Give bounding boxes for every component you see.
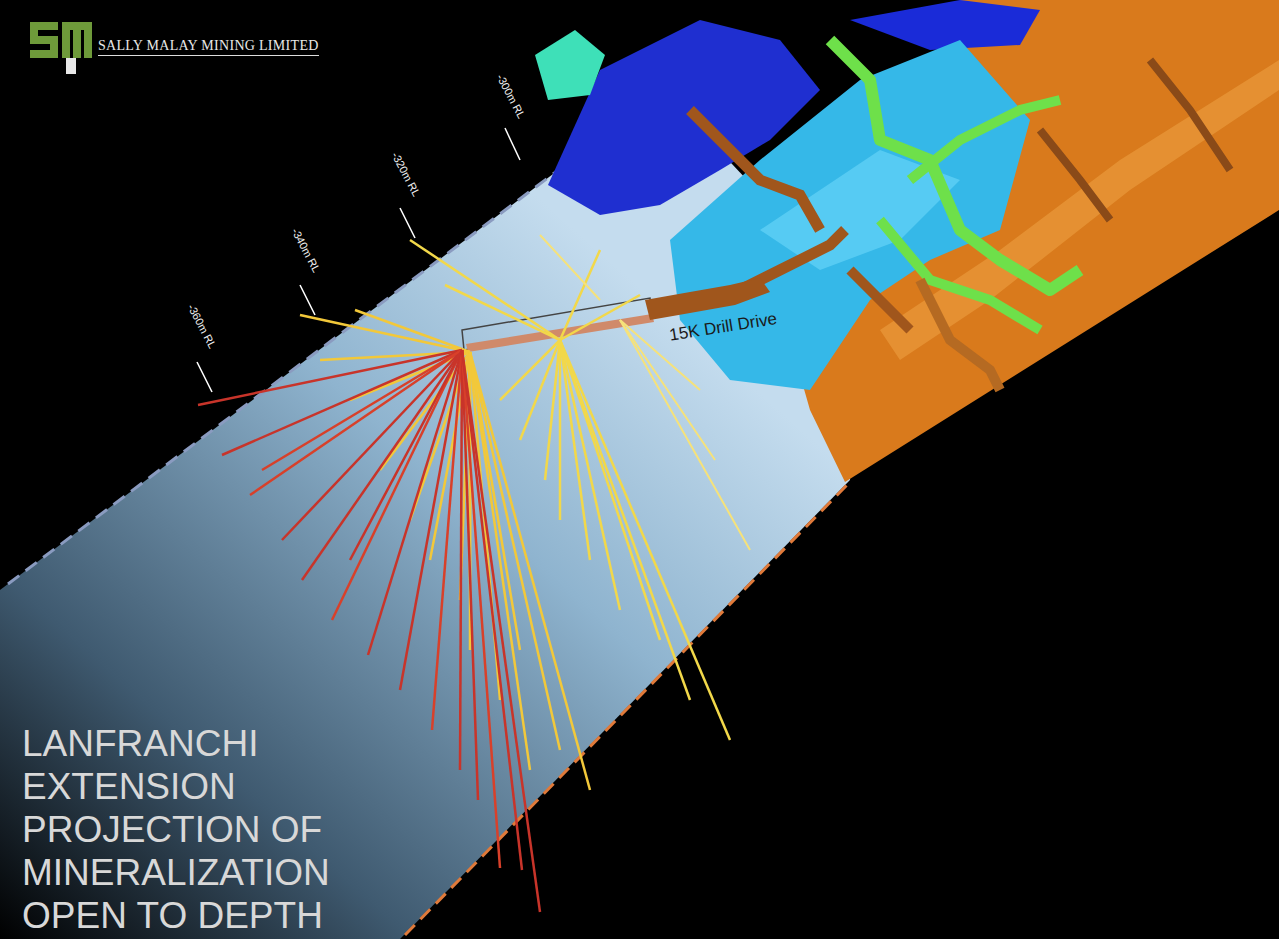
green-drive [910,100,1060,180]
drill-hole [332,350,462,620]
drill-hole [445,285,560,340]
drill-hole [355,310,470,352]
rl-tick [505,128,520,160]
drill-hole [282,350,462,540]
drill-hole [410,240,560,340]
drill-hole [462,350,540,912]
drill-hole [540,235,600,300]
drill-hole [432,350,462,730]
company-logo [30,22,92,74]
cyan-body [535,30,605,100]
brown-drive [920,280,1000,390]
company-name: SALLY MALAY MINING LIMITED [98,38,319,56]
brown-drive [1150,60,1230,170]
drill-hole [262,350,462,470]
diagram-title: LANFRANCHI EXTENSION PROJECTION OF MINER… [22,722,372,937]
drill-hole [302,350,462,580]
drill-hole [560,340,620,610]
brown-drive [850,270,910,330]
light-blue-body [670,40,1030,390]
green-drive [830,40,1080,290]
drill-hole [560,340,730,740]
drill-hole [620,320,750,550]
drill-hole [545,340,560,480]
elevation-label: -320m RL [389,150,422,198]
drill-hole [350,350,462,560]
drill-hole [470,352,520,650]
green-drive [880,220,1040,330]
rl-tick [400,208,415,238]
elevation-label: -300m RL [494,72,527,120]
rl-tick [300,285,315,315]
drill-hole [400,350,462,690]
lower-boundary [405,482,850,935]
dark-blue-body [850,0,1040,50]
rl-tick [197,362,212,392]
brown-drive [1040,130,1110,220]
drill-hole [470,352,530,770]
drill-hole [462,350,500,868]
elevation-label: -340m RL [289,226,322,274]
drill-hole [462,350,522,870]
drill-hole [500,340,560,400]
drill-hole [250,350,462,495]
elevation-label: -360m RL [185,302,218,350]
drill-hole [470,352,560,750]
brown-drive [690,110,820,230]
drill-hole [460,350,462,770]
drill-hole [559,340,562,520]
